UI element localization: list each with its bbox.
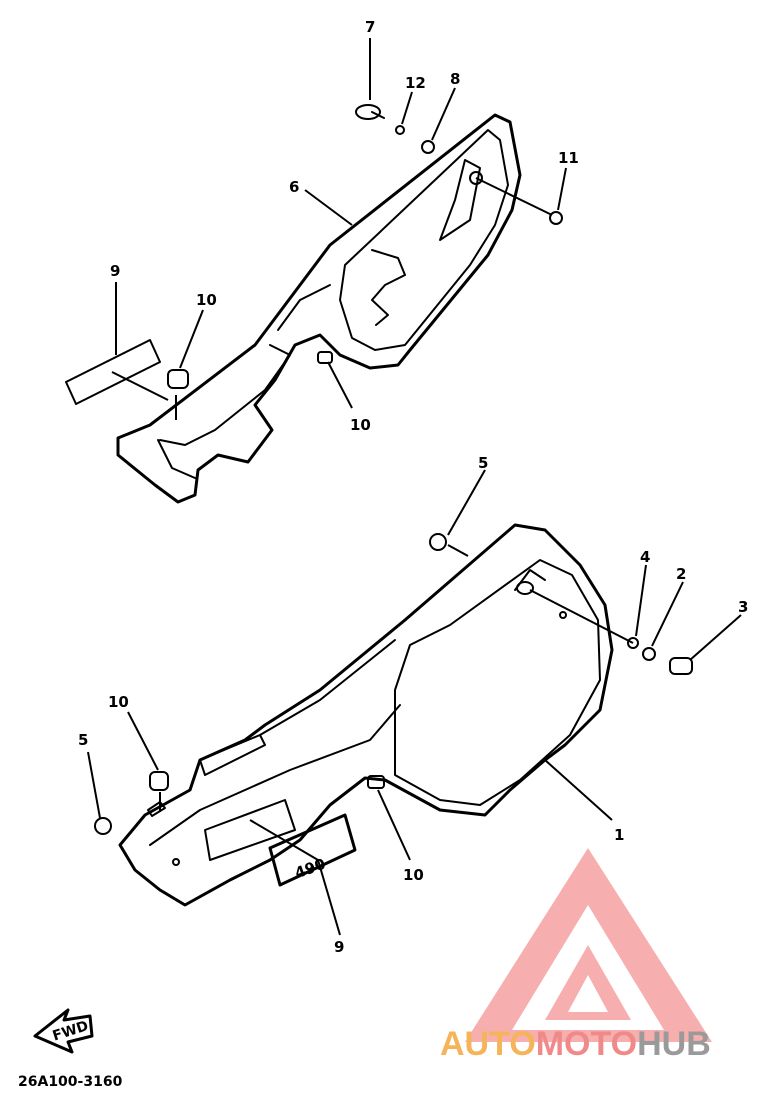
decal-lower: [204, 799, 296, 861]
collar-icon: [549, 211, 563, 225]
side-cover-lower: [118, 523, 614, 907]
fwd-arrow-icon: FWD: [33, 1008, 94, 1054]
collar-icon: [94, 817, 112, 835]
hardware-lower: [94, 533, 693, 835]
bolt-icon: [669, 657, 693, 675]
svg-text:AUTOMOTOHUB: AUTOMOTOHUB: [440, 1025, 711, 1063]
watermark-text-auto: AUTO: [440, 1025, 536, 1063]
decal-upper: [65, 339, 161, 405]
callout-7: 7: [365, 18, 375, 36]
watermark-text-hub: HUB: [637, 1025, 711, 1063]
watermark-logo: AUTOMOTOHUB: [440, 848, 712, 1063]
collar-icon: [429, 533, 447, 551]
grommet-icon: [167, 369, 189, 389]
callout-11: 11: [558, 149, 579, 167]
callout-12: 12: [405, 74, 426, 92]
wing-bolt-icon: [355, 104, 381, 120]
washer-icon: [395, 125, 405, 135]
callout-3: 3: [738, 598, 748, 616]
watermark-text-moto: MOTO: [536, 1025, 637, 1063]
grommet-icon: [367, 775, 385, 789]
side-cover-upper: [116, 113, 522, 504]
callout-labels: 7 12 8 6 11 9 10 10 5 4 2 3 10 5 1 10 9: [78, 18, 748, 956]
callout-2: 2: [676, 565, 686, 583]
callout-10-lower-right: 10: [403, 866, 424, 884]
grommet-icon: [149, 771, 169, 791]
hardware-upper: [167, 104, 563, 389]
callout-10-upper-right: 10: [350, 416, 371, 434]
callout-5-upper: 5: [478, 454, 488, 472]
callout-6: 6: [289, 178, 299, 196]
grommet-icon: [421, 140, 435, 154]
drawing-code: 26A100-3160: [18, 1074, 123, 1090]
callout-10-lower-left: 10: [108, 693, 129, 711]
callout-5-lower: 5: [78, 731, 88, 749]
leader-lines-upper: [111, 38, 567, 420]
washer-icon: [627, 637, 639, 649]
callout-8: 8: [450, 70, 460, 88]
leader-lines-lower: [87, 469, 742, 936]
callout-9-upper: 9: [110, 262, 120, 280]
grommet-icon: [317, 351, 333, 364]
callout-1: 1: [614, 826, 624, 844]
callout-10-upper-left: 10: [196, 291, 217, 309]
callout-4: 4: [640, 548, 650, 566]
callout-9-lower: 9: [334, 938, 344, 956]
washer-icon: [642, 647, 656, 661]
